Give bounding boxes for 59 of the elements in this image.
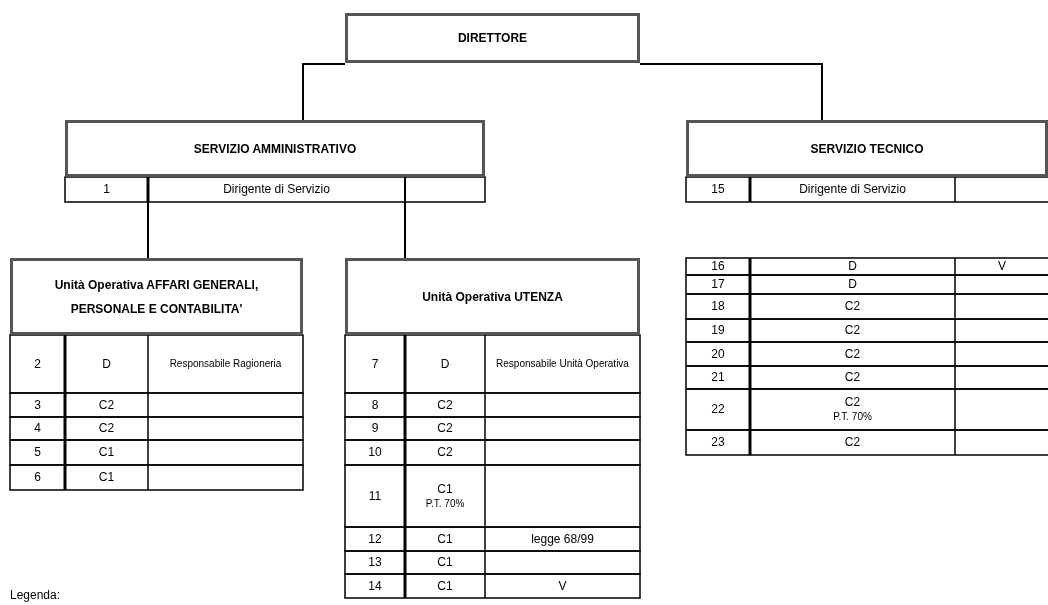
grade-text: C2 — [98, 397, 115, 413]
grade-text: C1 — [437, 481, 453, 497]
grade-text: C2 — [844, 299, 861, 314]
row-number: 15 — [711, 182, 725, 197]
row-number: 23 — [711, 435, 725, 450]
row-number: 16 — [711, 259, 725, 274]
row-number: 3 — [34, 397, 41, 413]
unit-box: Unità Operativa AFFARI GENERALI, PERSONALE E CONTABILITA' — [10, 258, 303, 335]
row-number: 22 — [711, 402, 725, 417]
part-time-note: P.T. 70% — [833, 410, 872, 424]
row-number: 1 — [103, 182, 110, 197]
grade-text: C2 — [844, 370, 861, 385]
row-number: 10 — [368, 445, 382, 460]
grade-text: C1 — [437, 578, 453, 594]
row-number: 5 — [34, 445, 41, 460]
grade-text: C1 — [437, 555, 453, 570]
row-number: 12 — [368, 531, 382, 547]
row-number: 19 — [711, 323, 725, 338]
grade-text: C2 — [437, 421, 453, 436]
grade-text: C2 — [437, 397, 453, 413]
row-number: 13 — [368, 555, 382, 570]
connector-line — [302, 63, 346, 121]
note-text: Responsabile Ragioneria — [169, 357, 282, 371]
grade-text: C1 — [98, 470, 115, 485]
row-number: 9 — [371, 421, 379, 436]
grade-text: D — [102, 356, 111, 372]
row-number: 4 — [34, 421, 41, 436]
grade-text: C2 — [844, 323, 861, 338]
grade-text: C2 — [437, 445, 453, 460]
legend-heading: Legenda: — [10, 588, 61, 603]
unit-box: SERVIZIO AMMINISTRATIVO — [65, 120, 485, 177]
row-number: 8 — [371, 397, 379, 413]
unit-box: DIRETTORE — [345, 13, 640, 63]
part-time-note: P.T. 70% — [425, 496, 465, 511]
note-text: legge 68/99 — [531, 531, 594, 547]
note-text: V — [558, 578, 567, 594]
grade-text: D — [440, 356, 450, 372]
row-number: 6 — [34, 470, 41, 485]
row-number: 21 — [711, 370, 725, 385]
grade-text: C1 — [98, 445, 115, 460]
unit-box: Unità Operativa UTENZA — [345, 258, 640, 335]
row-number: 11 — [368, 488, 382, 504]
grade-text: C2 — [844, 346, 861, 362]
grade-text: D — [848, 259, 857, 274]
grade-text: C1 — [437, 531, 453, 547]
note-text: Responsabile Unità Operativa — [496, 357, 629, 371]
grade-text: C2 — [98, 421, 115, 436]
row-number: 17 — [711, 277, 725, 292]
row-number: 20 — [711, 346, 725, 362]
grade-text: C2 — [844, 435, 861, 450]
row-number: 7 — [371, 356, 379, 372]
row-number: 18 — [711, 299, 725, 314]
grade-text: D — [848, 277, 857, 292]
row-number: 2 — [34, 356, 41, 372]
grade-text: C2 — [844, 395, 861, 410]
note-text: V — [998, 259, 1006, 274]
connector-line — [639, 63, 823, 121]
row-number: 14 — [368, 578, 382, 594]
unit-box: SERVIZIO TECNICO — [686, 120, 1048, 177]
